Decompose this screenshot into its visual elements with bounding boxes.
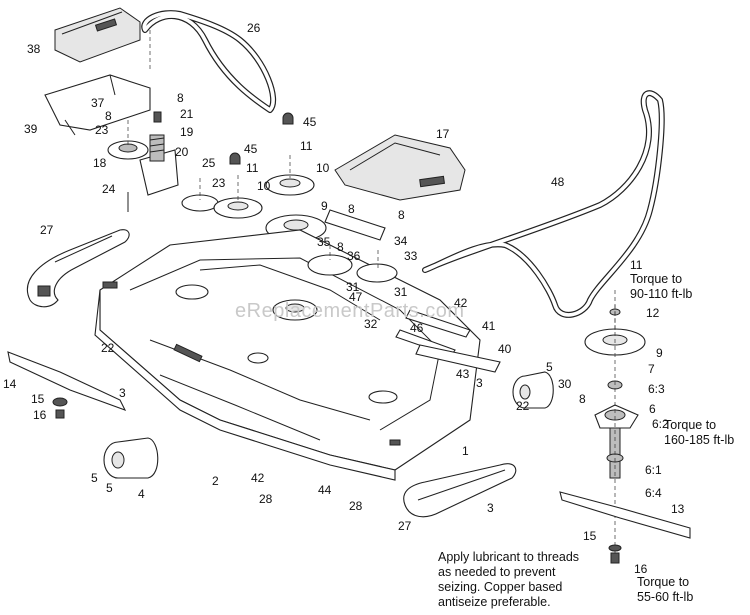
- callout-17: 17: [436, 127, 450, 141]
- callout-6-1: 6:1: [645, 463, 662, 477]
- callout-5: 5: [106, 481, 113, 495]
- belt-26: [141, 10, 277, 113]
- callout-19: 19: [180, 125, 194, 139]
- callout-24: 24: [102, 182, 116, 196]
- callout-15: 15: [31, 392, 45, 406]
- idler-assembly: [107, 111, 179, 212]
- callout-4: 4: [138, 487, 145, 501]
- leader-lines: [127, 30, 616, 330]
- callout-34: 34: [394, 234, 408, 248]
- torque-note-top: Torque to 90-110 ft-lb: [630, 272, 693, 301]
- callout-31: 31: [394, 285, 408, 299]
- guard-27-left: [26, 229, 130, 308]
- callout-39: 39: [24, 122, 38, 136]
- cover-38: [54, 7, 141, 63]
- lubricant-note: Apply lubricant to threads as needed to …: [438, 550, 580, 609]
- callout-32: 32: [364, 317, 378, 331]
- callout-6: 6: [649, 402, 656, 416]
- blade-14: [7, 351, 127, 419]
- callout-45: 45: [303, 115, 317, 129]
- callout-41: 41: [482, 319, 496, 333]
- callout-12: 12: [646, 306, 660, 320]
- callout-21: 21: [180, 107, 194, 121]
- callout-9: 9: [321, 199, 328, 213]
- wheel-30-right: [512, 371, 554, 409]
- callout-5: 5: [546, 360, 553, 374]
- cover-17: [334, 134, 466, 201]
- callout-3: 3: [487, 501, 494, 515]
- callout-16: 16: [33, 408, 47, 422]
- callout-10: 10: [257, 179, 271, 193]
- watermark: eReplacementParts.com: [235, 300, 465, 322]
- callout-46: 46: [410, 321, 424, 335]
- callout-10: 10: [316, 161, 330, 175]
- callout-42: 42: [251, 471, 265, 485]
- callout-30: 30: [558, 377, 572, 391]
- callout-11: 11: [630, 258, 643, 272]
- callout-37: 37: [91, 96, 105, 110]
- callout-38: 38: [27, 42, 41, 56]
- callout-8: 8: [398, 208, 405, 222]
- callout-20: 20: [175, 145, 189, 159]
- callout-5: 5: [91, 471, 98, 485]
- callout-42: 42: [454, 296, 468, 310]
- callout-27: 27: [40, 223, 54, 237]
- callout-8: 8: [348, 202, 355, 216]
- callout-6-2: 6:2: [652, 417, 669, 431]
- callout-28: 28: [349, 499, 363, 513]
- callout-22: 22: [516, 399, 530, 413]
- guard-27-right: [403, 463, 517, 518]
- callout-2: 2: [212, 474, 219, 488]
- callout-23: 23: [212, 176, 226, 190]
- callout-44: 44: [318, 483, 332, 497]
- callout-40: 40: [498, 342, 512, 356]
- plates-right: [324, 209, 501, 373]
- callout-25: 25: [202, 156, 216, 170]
- callout-22: 22: [101, 341, 115, 355]
- callout-6-4: 6:4: [645, 486, 662, 500]
- callout-8: 8: [105, 109, 112, 123]
- deck-1: [94, 229, 481, 481]
- callout-36: 36: [347, 249, 361, 263]
- callout-26: 26: [247, 21, 261, 35]
- callout-31: 31: [346, 280, 360, 294]
- pulleys-upper: [181, 112, 327, 242]
- callout-3: 3: [119, 386, 126, 400]
- callout-13: 13: [671, 502, 685, 516]
- callout-11: 11: [300, 139, 313, 153]
- callout-33: 33: [404, 249, 418, 263]
- wheel-5-left: [103, 437, 159, 479]
- callout-7: 7: [648, 362, 655, 376]
- callout-8: 8: [579, 392, 586, 406]
- callout-6-3: 6:3: [648, 382, 665, 396]
- callout-43: 43: [456, 367, 470, 381]
- belt-48: [422, 90, 665, 318]
- callout-48: 48: [551, 175, 565, 189]
- callout-23: 23: [95, 123, 109, 137]
- callout-45: 45: [244, 142, 258, 156]
- callout-27: 27: [398, 519, 412, 533]
- callout-8: 8: [177, 91, 184, 105]
- callout-3: 3: [476, 376, 483, 390]
- callout-14: 14: [3, 377, 17, 391]
- callout-18: 18: [93, 156, 107, 170]
- callout-15: 15: [583, 529, 597, 543]
- callout-9: 9: [656, 346, 663, 360]
- callout-16: 16: [634, 562, 648, 576]
- callout-35: 35: [317, 235, 331, 249]
- callout-47: 47: [349, 290, 363, 304]
- torque-note-blade: Torque to 55-60 ft-lb: [637, 575, 694, 604]
- callout-8: 8: [337, 240, 344, 254]
- bracket-37: [44, 74, 151, 136]
- spindle-assembly: [559, 290, 691, 564]
- callout-1: 1: [462, 444, 469, 458]
- callout-28: 28: [259, 492, 273, 506]
- torque-note-spindle: Torque to 160-185 ft-lb: [664, 418, 735, 447]
- callout-11: 11: [246, 161, 259, 175]
